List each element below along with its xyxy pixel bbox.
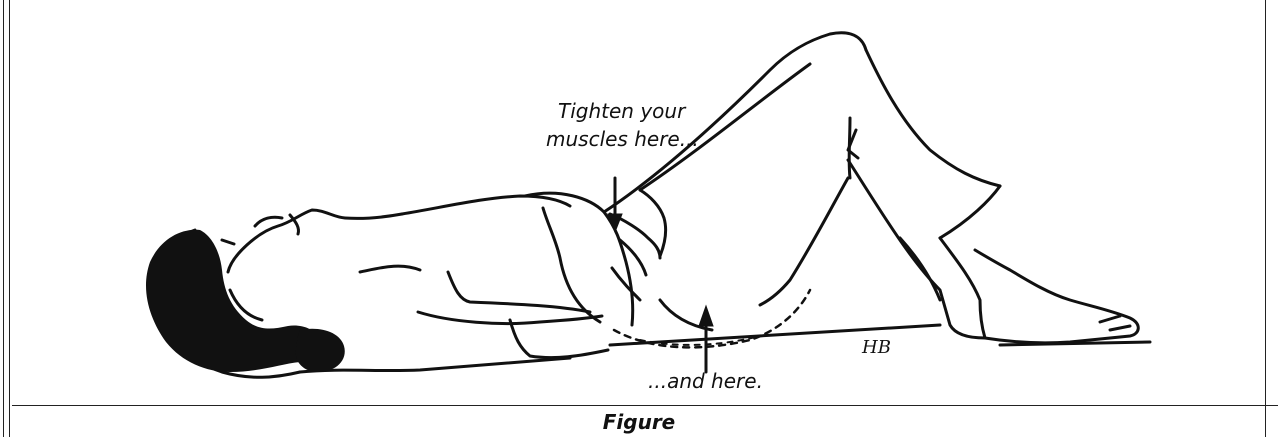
hair-shape (146, 230, 345, 372)
figure-caption: Figure (0, 410, 1278, 434)
label-tighten-line2: muscles here... (546, 126, 699, 152)
label-tighten-line1: Tighten your (558, 98, 685, 124)
label-and-here: ...and here. (648, 368, 763, 394)
artist-initials: HB (862, 337, 891, 358)
face-profile (228, 210, 402, 272)
